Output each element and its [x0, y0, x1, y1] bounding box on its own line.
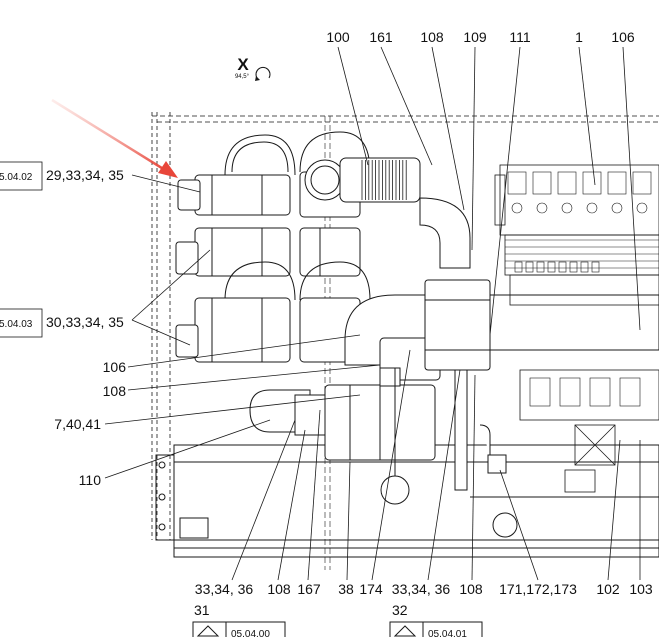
callout-bottom: 33,34, 36	[195, 581, 254, 597]
callout-top: 106	[611, 29, 635, 45]
ref-text: 5.04.02	[0, 172, 33, 183]
book-icon	[196, 625, 220, 637]
callout-bottom: 108	[459, 581, 483, 597]
ref-box	[0, 161, 43, 191]
callout-left: 108	[103, 383, 127, 399]
callout-top: 100	[326, 29, 350, 45]
top-callouts: 100 161 108 109 111 1 106	[326, 29, 635, 45]
engine-block	[494, 164, 659, 493]
annotation-arrow	[51, 98, 178, 178]
engine-detail	[505, 171, 659, 407]
callout-left: 29,33,34, 35	[46, 167, 124, 183]
callout-bottom: 103	[629, 581, 653, 597]
callout-top: 1	[575, 29, 583, 45]
callout-bottom: 174	[359, 581, 383, 597]
book-icon	[393, 625, 417, 637]
callout-bottom: 108	[267, 581, 291, 597]
callout-bottom: 171,172,173	[499, 581, 577, 597]
callout-bottom: 167	[297, 581, 321, 597]
callout-left: 110	[79, 472, 102, 488]
view-indicator: X 94,5°	[235, 55, 271, 81]
ref-text: 5.04.03	[0, 319, 33, 330]
callout-bottom: 33,34, 36	[392, 581, 451, 597]
bottom-callouts: 33,34, 36 108 167 38 174 33,34, 36 108 1…	[195, 581, 653, 597]
callout-top: 111	[509, 29, 530, 45]
callout-bottom: 102	[596, 581, 620, 597]
section-markers: 31 32 05.04.00 05.04.01	[192, 602, 483, 642]
air-filter	[249, 367, 507, 505]
intake-pipe	[304, 157, 471, 269]
base-frame	[155, 444, 659, 558]
left-callouts: 5.04.02 29,33,34, 35 5.04.03 30,33,34, 3…	[0, 161, 127, 488]
view-angle: 94,5°	[235, 74, 250, 80]
ref-box	[0, 308, 43, 338]
section-number: 32	[392, 602, 408, 618]
rotate-icon	[255, 66, 271, 79]
section-ref: 05.04.01	[428, 629, 467, 637]
callout-left: 30,33,34, 35	[46, 314, 124, 330]
charge-air-pipe	[344, 279, 659, 381]
bellows	[361, 160, 407, 200]
callout-bottom: 38	[338, 581, 354, 597]
view-label: X	[237, 55, 249, 74]
callout-top: 161	[369, 29, 393, 45]
callout-left: 7,40,41	[54, 416, 101, 432]
section-number: 31	[194, 602, 210, 618]
callout-top: 108	[420, 29, 444, 45]
callout-top: 109	[463, 29, 487, 45]
section-ref: 05.04.00	[231, 629, 270, 637]
callout-left: 106	[103, 359, 127, 375]
leader-lines	[104, 46, 641, 581]
